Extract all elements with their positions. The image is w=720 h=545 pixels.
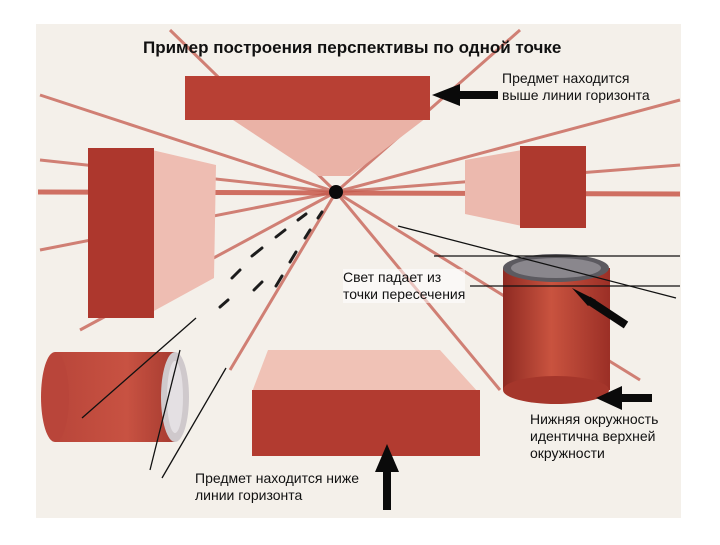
arrow-light (572, 288, 629, 329)
light-rays (218, 210, 324, 309)
annotation-line: Свет падает из (343, 269, 442, 285)
annotation-line: выше линии горизонта (502, 87, 650, 103)
annotation-above-horizon: Предмет находится выше линии горизонта (502, 70, 650, 104)
annotation-line: окружности (530, 445, 605, 461)
arrow-above-horizon (432, 84, 498, 106)
annotation-line: Нижняя окружность (530, 411, 659, 427)
vanishing-point (329, 185, 343, 199)
left-cylinder (41, 352, 189, 442)
left-box (88, 148, 216, 318)
annotation-line: Предмет находится (502, 70, 630, 86)
bottom-box (252, 350, 480, 456)
page-title: Пример построения перспективы по одной т… (143, 38, 562, 57)
annotation-line: идентична верхней (530, 428, 656, 444)
annotation-bottom-circle: Нижняя окружность идентична верхней окру… (530, 411, 658, 462)
annotation-light-source: Свет падает из точки пересечения (343, 269, 466, 303)
right-cylinder (503, 254, 610, 404)
arrow-bottom-circle (596, 386, 652, 410)
annotation-line: Предмет находится ниже (195, 470, 360, 486)
annotation-below-horizon: Предмет находится ниже линии горизонта (195, 470, 359, 504)
arrow-below-horizon (375, 444, 399, 510)
right-box (465, 146, 586, 228)
tangent-lines (81, 225, 680, 479)
annotation-line: линии горизонта (195, 487, 303, 503)
annotation-line: точки пересечения (343, 286, 466, 302)
top-box (185, 76, 430, 176)
